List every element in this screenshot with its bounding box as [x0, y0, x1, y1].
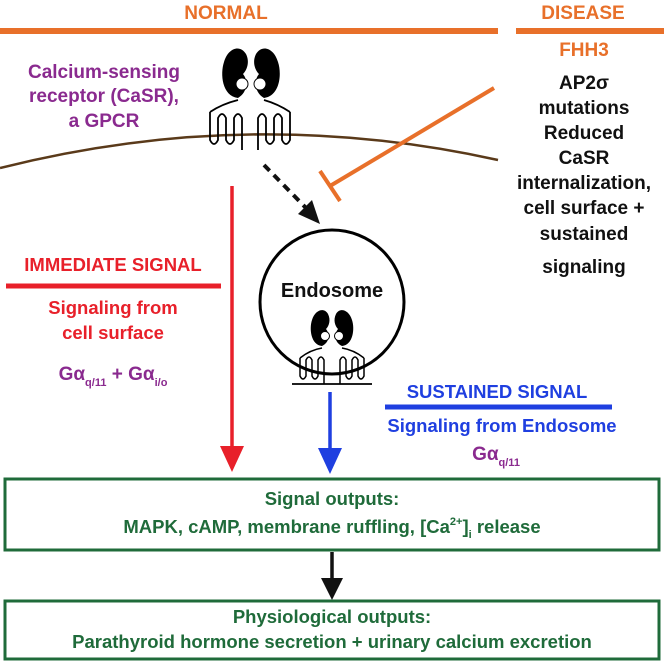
cell-membrane — [0, 133, 499, 170]
disease-line-3: Reduced — [544, 123, 624, 144]
sustained-g: Gα — [472, 444, 499, 465]
sustained-signal-arrow — [318, 392, 342, 474]
immediate-plus: + Gα — [106, 364, 154, 385]
receptor-label: Calcium-sensing receptor (CaSR), a GPCR — [28, 62, 180, 132]
sustained-g-protein: Gαq/11 — [472, 444, 520, 469]
signal-outputs-title: Signal outputs: — [265, 488, 400, 509]
signal-outputs-box: Signal outputs: MAPK, cAMP, membrane ruf… — [3, 477, 661, 552]
signal-outputs-text-a: MAPK, cAMP, membrane ruffling, [Ca — [123, 516, 450, 537]
sustained-signal-line-1: Signaling from Endosome — [387, 415, 616, 436]
normal-label: NORMAL — [184, 3, 268, 24]
signal-outputs-text-c: release — [472, 516, 541, 537]
immediate-signal-line-1: Signaling from — [48, 297, 178, 318]
disease-line-5: internalization, — [517, 173, 651, 194]
endosome-casr-receptor — [292, 310, 372, 385]
disease-line-2: mutations — [539, 98, 630, 119]
receptor-line-1: Calcium-sensing — [28, 62, 180, 83]
disease-line-7: sustained — [540, 224, 629, 245]
sustained-signal-title: SUSTAINED SIGNAL — [407, 381, 588, 402]
disease-line-4: CaSR — [559, 148, 610, 169]
signal-outputs-sup: 2+ — [450, 516, 463, 528]
disease-inhibition-arrow — [318, 86, 496, 203]
disease-label: DISEASE — [541, 3, 624, 24]
surface-casr-receptor — [209, 48, 291, 150]
header: NORMAL DISEASE — [0, 3, 664, 34]
disease-line-6: cell surface + — [524, 198, 645, 219]
endosome-receptor-transmembrane-icon — [299, 347, 365, 384]
immediate-g2-sub: i/o — [155, 377, 168, 389]
physiological-outputs-title: Physiological outputs: — [233, 606, 431, 627]
endosome-receptor-flytrap-icon — [310, 310, 354, 346]
sustained-signal-block: SUSTAINED SIGNAL Signaling from Endosome… — [385, 381, 617, 469]
disease-line-8: signaling — [542, 257, 625, 278]
physiological-outputs-box: Physiological outputs: Parathyroid hormo… — [3, 599, 661, 661]
signal-outputs-text-b: ] — [462, 516, 468, 537]
internalization-arrow — [262, 163, 320, 224]
physiological-outputs-text: Parathyroid hormone secretion + urinary … — [72, 631, 592, 652]
immediate-g-proteins: Gαq/11 + Gαi/o — [59, 364, 168, 389]
disease-text: FHH3 AP2σ mutations Reduced CaSR interna… — [517, 40, 651, 278]
immediate-signal-title: IMMEDIATE SIGNAL — [24, 254, 201, 275]
disease-title: FHH3 — [559, 40, 609, 61]
immediate-signal-arrow — [220, 186, 244, 472]
sustained-g-sub: q/11 — [499, 457, 520, 469]
signal-outputs-text: MAPK, cAMP, membrane ruffling, [Ca2+]i r… — [123, 516, 540, 541]
receptor-line-3: a GPCR — [69, 111, 140, 132]
receptor-transmembrane-icon — [209, 99, 291, 150]
immediate-g1-sub: q/11 — [85, 377, 106, 389]
endosome: Endosome — [258, 228, 406, 385]
outputs-arrow — [321, 552, 343, 600]
immediate-signal-line-2: cell surface — [62, 322, 164, 343]
endosome-membrane — [258, 228, 406, 376]
receptor-venus-flytrap-icon — [222, 48, 280, 98]
immediate-signal-block: IMMEDIATE SIGNAL Signaling from cell sur… — [6, 254, 221, 389]
immediate-g1: Gα — [59, 364, 86, 385]
receptor-line-2: receptor (CaSR), — [29, 86, 179, 107]
signal-outputs-sub: i — [469, 529, 472, 541]
disease-line-1: AP2σ — [559, 73, 609, 94]
endosome-label: Endosome — [281, 280, 383, 302]
